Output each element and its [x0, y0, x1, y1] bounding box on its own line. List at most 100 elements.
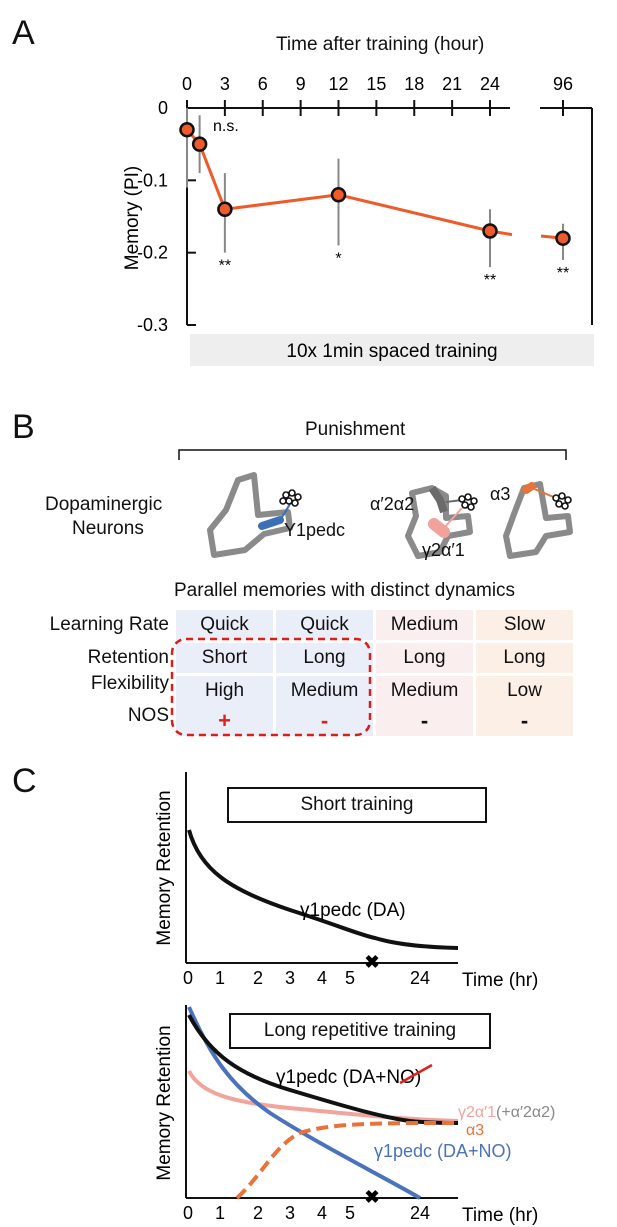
mushroom-body-3 [503, 481, 573, 559]
neuron-label-g2: γ2α′1 [422, 540, 465, 560]
cell-c1-r3: High [176, 676, 273, 706]
time-tick-label: 5 [345, 968, 355, 988]
time-tick-label: 3 [285, 968, 295, 988]
long-training-box: Long repetitive training [229, 1013, 491, 1049]
cell-c2-r1: Quick [276, 610, 373, 640]
long-black-label: γ1pedc (DA+NO) [276, 1067, 421, 1088]
time-tick-label: 2 [253, 968, 263, 988]
data-point [217, 201, 233, 218]
x-tick-label: 0 [182, 74, 192, 94]
long-curve-blue [187, 1006, 421, 1200]
dashed-highlight [170, 637, 372, 737]
y-tick-label: 0 [158, 98, 168, 118]
long-curve-pink [187, 1070, 459, 1123]
data-point [191, 136, 208, 152]
significance-label: ** [484, 272, 496, 289]
time-tick-label: 0 [183, 968, 193, 988]
short-training-box: Short training [227, 787, 487, 823]
punishment-label: Punishment [305, 419, 406, 440]
time-tick-label: 4 [317, 1203, 327, 1223]
cell-c4-r4: - [476, 706, 573, 736]
row-label-learning: Learning Rate [49, 614, 169, 635]
cell-c1-r4: + [176, 706, 273, 736]
training-bar [190, 334, 594, 366]
no-strike [399, 1063, 433, 1085]
time-tick-label: 3 [285, 1203, 295, 1223]
x-tick-label: 15 [366, 74, 386, 94]
dan-cluster-3 [552, 492, 572, 510]
significance-label: ** [557, 265, 569, 282]
time-tick-label: 1 [215, 968, 225, 988]
time-tick-label: 4 [317, 968, 327, 988]
cell-c2-r3: Medium [276, 676, 373, 706]
series-line [185, 128, 513, 237]
cell-c2-r2: Long [276, 643, 373, 673]
time-tick-label: 2 [253, 1203, 263, 1223]
long-curve-orange [235, 1121, 459, 1200]
cell-c2-r4: - [276, 706, 373, 736]
data-point [330, 187, 347, 203]
row-label-flexibility: Flexibility [90, 673, 169, 694]
x-tick-label: 12 [328, 74, 348, 94]
x-tick-label: 3 [220, 74, 230, 94]
punishment-bracket [178, 449, 567, 460]
long-pink-label: γ2α′1(+α′2α2) [458, 1104, 555, 1121]
short-curve-g1pedc [187, 829, 459, 950]
row-label-nos: NOS [127, 705, 169, 726]
cell-c3-r2: Long [376, 643, 473, 673]
x-tick-label: 9 [296, 74, 306, 94]
cell-c3-r1: Medium [376, 610, 473, 640]
data-point [179, 121, 195, 138]
cell-c3-r4: - [376, 706, 473, 736]
significance-label: n.s. [213, 118, 239, 135]
x-tick-label: 96 [553, 74, 573, 94]
time-tick-label: 0 [183, 1203, 193, 1223]
panel-letter-c: C [12, 762, 37, 800]
top-axis-title: Time after training (hour) [276, 34, 485, 55]
time-tick-label: 1 [215, 1203, 225, 1223]
short-x-label: Time (hr) [462, 970, 538, 990]
neuron-label-a2: α′2α2 [370, 494, 415, 514]
time-tick-label: 24 [410, 968, 430, 988]
table-title: Parallel memories with distinct dynamics [174, 580, 516, 601]
short-curve-label: γ1pedc (DA) [300, 900, 406, 921]
mushroom-body-2 [405, 485, 473, 559]
significance-label: ** [219, 258, 231, 275]
neuron-label-a3: α3 [490, 484, 511, 504]
long-blue-label: γ1pedc (DA+NO) [374, 1141, 512, 1161]
cell-c4-r1: Slow [476, 610, 573, 640]
long-x-label: Time (hr) [462, 1205, 538, 1226]
row-label-retention: Retention [87, 647, 169, 668]
cell-c3-r3: Medium [376, 676, 473, 706]
dan-cluster-1 [279, 489, 302, 507]
dan-cluster-2 [458, 493, 478, 511]
significance-label: * [335, 250, 341, 267]
training-label: 10x 1min spaced training [286, 341, 497, 362]
panel-letter-b: B [12, 408, 35, 446]
cell-c1-r2: Short [176, 643, 273, 673]
neuron-diagram [178, 449, 573, 559]
x-tick-label: 6 [258, 74, 268, 94]
cell-c4-r2: Long [476, 643, 573, 673]
y-tick-label: -0.3 [137, 315, 168, 335]
y-axis-label: Memory (PI) [122, 166, 143, 271]
long-orange-label: α3 [466, 1122, 484, 1139]
dan-label-1: Dopaminergic [45, 494, 163, 515]
time-tick-label: 24 [410, 1203, 430, 1223]
short-axis-break: ✖ [364, 952, 379, 972]
dan-label-2: Neurons [72, 518, 144, 539]
long-y-label: Memory Retention [154, 1025, 175, 1180]
x-tick-label: 24 [480, 74, 500, 94]
data-point [555, 230, 571, 246]
neuron-label-g1: Y1pedc [284, 520, 346, 540]
cell-c4-r3: Low [476, 676, 573, 706]
long-axis-break: ✖ [364, 1187, 379, 1207]
y-tick-label: -0.1 [137, 170, 168, 190]
y-tick-label: -0.2 [137, 243, 168, 263]
data-point [482, 223, 498, 239]
mushroom-body-1 [207, 472, 293, 558]
panel-letter-a: A [12, 14, 35, 52]
